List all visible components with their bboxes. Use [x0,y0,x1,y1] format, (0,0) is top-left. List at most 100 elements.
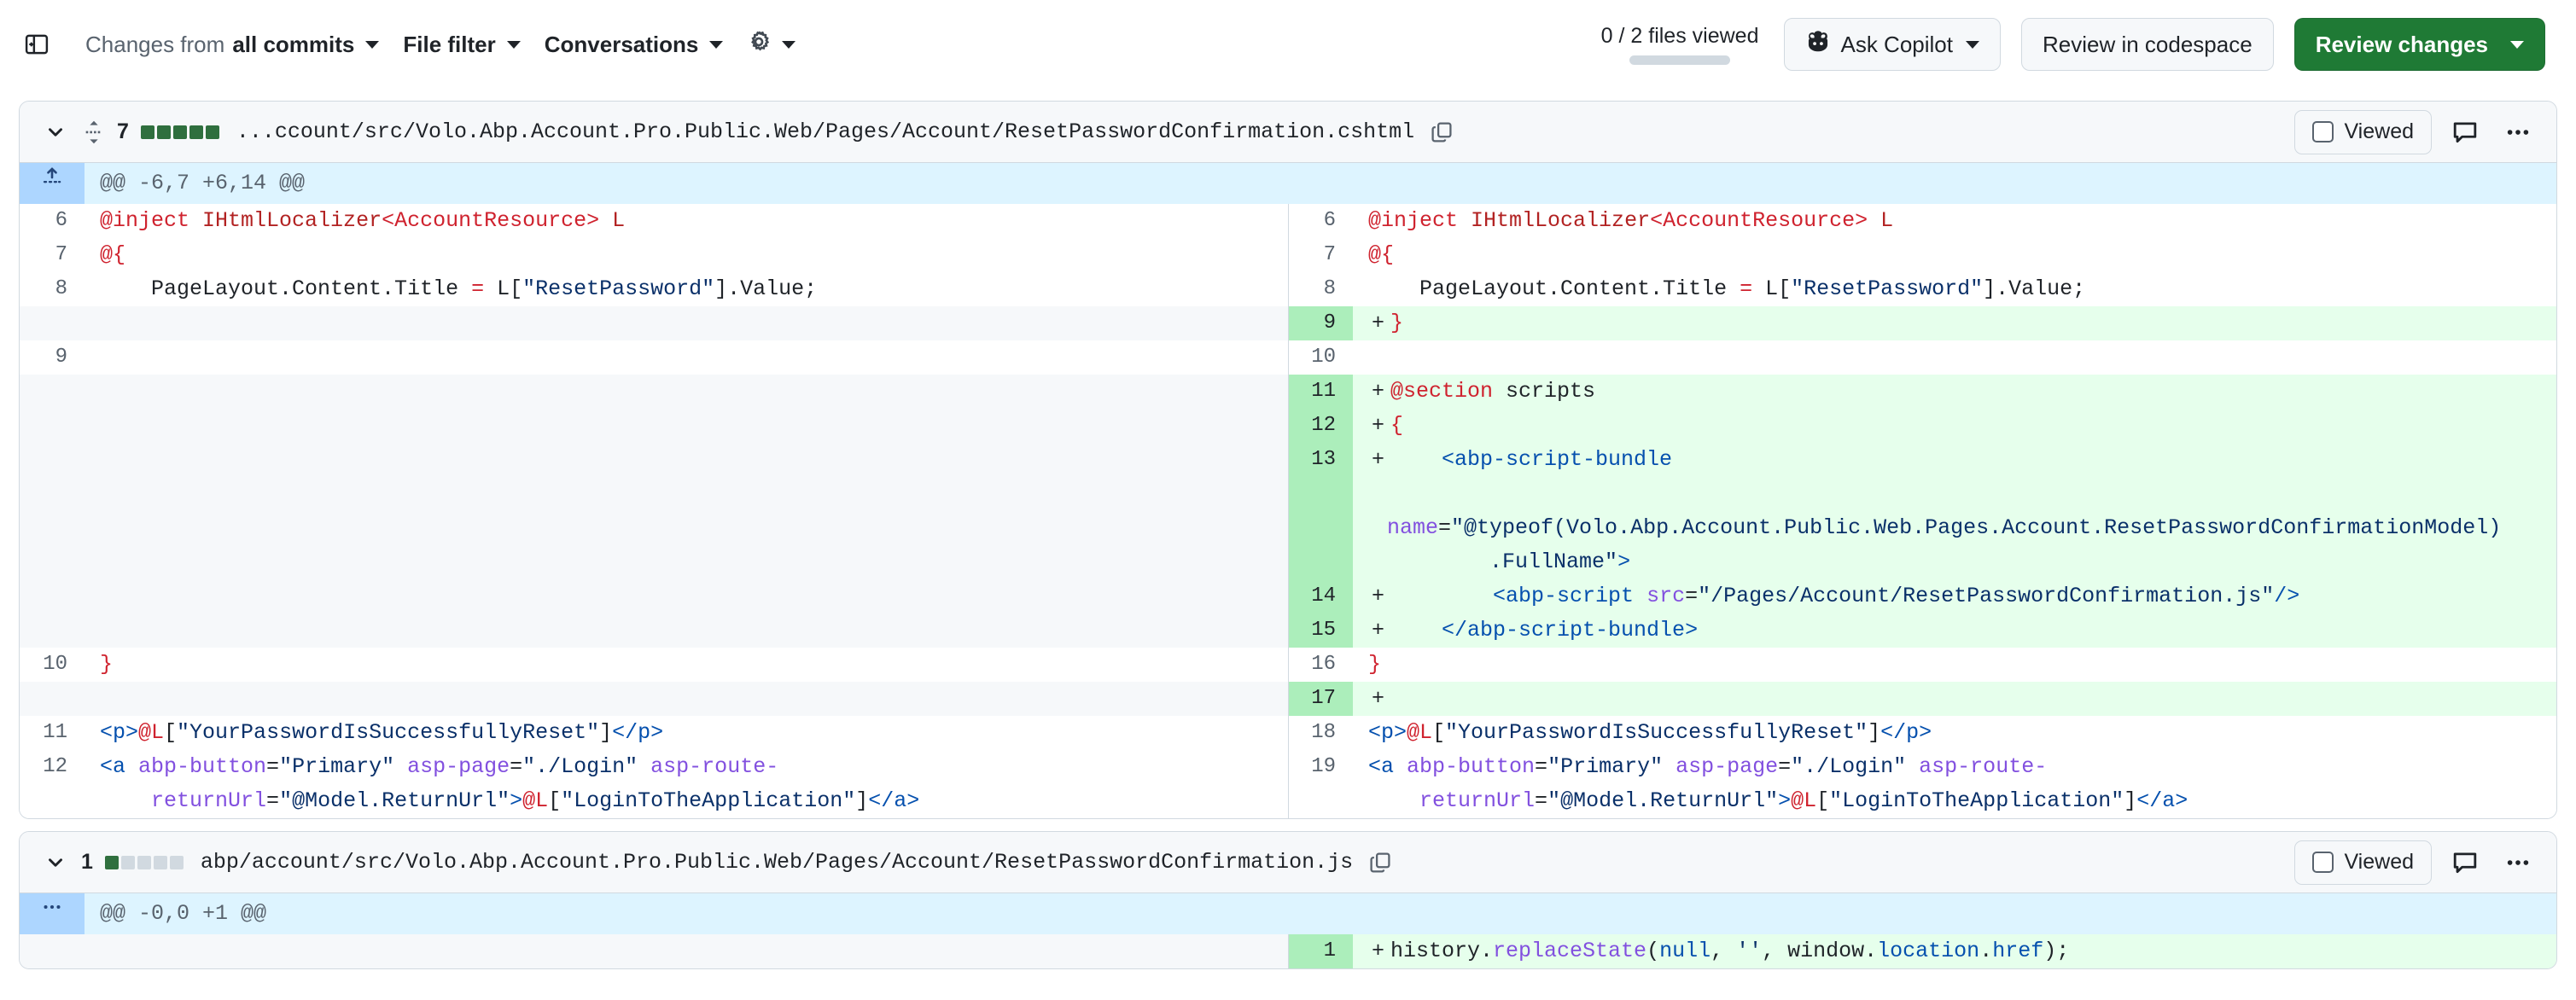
diffstat-square [189,125,203,139]
kebab-menu-icon[interactable] [2498,843,2538,882]
file-filter-dropdown[interactable]: File filter [391,25,532,65]
right-line-number[interactable]: 1 [1287,934,1353,968]
diffstat-square [120,855,135,869]
left-code-cell[interactable] [85,340,1288,375]
left-code-cell[interactable]: } [85,648,1288,682]
left-line-number[interactable] [20,613,85,648]
right-code-cell[interactable]: <a abp-button="Primary" asp-page="./Logi… [1353,750,2556,818]
right-line-number[interactable]: 9 [1287,306,1353,340]
left-line-number[interactable] [20,682,85,716]
ask-copilot-button[interactable]: Ask Copilot [1784,18,2001,71]
right-line-number[interactable]: 18 [1287,716,1353,750]
left-line-number[interactable]: 10 [20,648,85,682]
right-code-cell[interactable] [1353,340,2556,375]
left-code-cell[interactable] [85,579,1288,613]
left-line-number[interactable] [20,306,85,340]
left-line-number[interactable]: 7 [20,238,85,272]
left-line-number[interactable] [20,579,85,613]
right-code-cell[interactable]: + <abp-script src="/Pages/Account/ResetP… [1353,579,2556,613]
expand-dots-icon[interactable] [20,893,85,934]
copy-path-icon[interactable] [1365,847,1396,878]
expand-up-icon[interactable] [20,163,85,204]
right-code-cell[interactable]: + </abp-script-bundle> [1353,613,2556,648]
right-line-number[interactable]: 15 [1287,613,1353,648]
diff-row: 6@inject IHtmlLocalizer<AccountResource>… [20,204,2556,238]
right-code-cell[interactable]: @{ [1353,238,2556,272]
sidebar-expand-icon[interactable] [19,26,55,62]
viewed-checkbox-button[interactable]: Viewed [2294,109,2432,154]
left-line-number[interactable]: 12 [20,750,85,818]
conversations-dropdown[interactable]: Conversations [533,25,736,65]
right-code-cell[interactable]: +{ [1353,409,2556,443]
right-line-number[interactable]: 8 [1287,272,1353,306]
left-code-cell[interactable] [85,409,1288,443]
left-code-cell[interactable]: <p>@L["YourPasswordIsSuccessfullyReset"]… [85,716,1288,750]
right-line-number[interactable]: 7 [1287,238,1353,272]
chevron-down-icon [506,40,521,49]
diff-row: 11<p>@L["YourPasswordIsSuccessfullyReset… [20,716,2556,750]
left-code-cell[interactable]: @{ [85,238,1288,272]
left-line-number[interactable]: 8 [20,272,85,306]
left-code-cell[interactable]: PageLayout.Content.Title = L["ResetPassw… [85,272,1288,306]
left-code-cell[interactable] [85,613,1288,648]
diffstat-square [153,855,167,869]
kebab-menu-icon[interactable] [2498,113,2538,152]
right-code-cell[interactable]: PageLayout.Content.Title = L["ResetPassw… [1353,272,2556,306]
diff-sign: + [1372,686,1385,711]
left-line-number[interactable]: 11 [20,716,85,750]
left-line-number[interactable]: 9 [20,340,85,375]
left-code-cell[interactable] [85,306,1288,340]
right-code-cell[interactable]: +} [1353,306,2556,340]
left-code-cell[interactable]: <a abp-button="Primary" asp-page="./Logi… [85,750,1288,818]
left-line-number[interactable] [20,375,85,409]
viewed-checkbox-button[interactable]: Viewed [2294,840,2432,885]
right-line-number[interactable]: 12 [1287,409,1353,443]
viewed-checkbox[interactable] [2312,121,2334,142]
left-code-cell[interactable] [85,682,1288,716]
right-code-cell[interactable]: <p>@L["YourPasswordIsSuccessfullyReset"]… [1353,716,2556,750]
right-code-cell[interactable]: +@section scripts [1353,375,2556,409]
right-code-cell[interactable]: @inject IHtmlLocalizer<AccountResource> … [1353,204,2556,238]
review-in-codespace-label: Review in codespace [2042,31,2253,57]
diff-row: 17 + [20,682,2556,716]
right-line-number[interactable]: 16 [1287,648,1353,682]
left-line-number[interactable] [20,409,85,443]
file-filter-label: File filter [403,31,496,57]
left-code-cell[interactable] [85,375,1288,409]
chevron-down-icon[interactable] [40,117,71,148]
copy-path-icon[interactable] [1426,117,1457,148]
right-line-number[interactable]: 17 [1287,682,1353,716]
right-line-number[interactable]: 13 [1287,443,1353,579]
right-code-cell[interactable]: + <abp-script-bundle name="@typeof(Volo.… [1353,443,2556,579]
diff-settings-dropdown[interactable] [735,23,807,67]
right-code-cell[interactable]: +history.replaceState(null, '', window.l… [1353,934,2556,968]
left-code-cell[interactable] [85,934,1288,968]
changes-from-dropdown[interactable]: Changes from all commits [73,25,391,65]
chevron-down-icon[interactable] [40,847,71,878]
left-code-cell[interactable] [85,443,1288,579]
diff-table: @@ -0,0 +1 @@1+history.replaceState(null… [20,893,2556,968]
right-code-cell[interactable]: } [1353,648,2556,682]
left-line-number[interactable]: 6 [20,204,85,238]
diff-row: 9 10 [20,340,2556,375]
right-line-number[interactable]: 19 [1287,750,1353,818]
file-path: ...ccount/src/Volo.Abp.Account.Pro.Publi… [236,119,1415,144]
left-line-number[interactable] [20,443,85,579]
comment-icon[interactable] [2445,113,2485,152]
right-line-number[interactable]: 10 [1287,340,1353,375]
review-changes-button[interactable]: Review changes [2293,18,2545,71]
viewed-checkbox[interactable] [2312,852,2334,873]
move-handle-icon[interactable] [81,119,107,146]
review-in-codespace-button[interactable]: Review in codespace [2020,18,2274,71]
chevron-down-icon [2510,40,2524,49]
files-viewed-label: 0 / 2 files viewed [1600,24,1759,48]
right-line-number[interactable]: 6 [1287,204,1353,238]
right-line-number[interactable]: 11 [1287,375,1353,409]
diffstat-square [169,855,184,869]
diff-row: 12<a abp-button="Primary" asp-page="./Lo… [20,750,2556,818]
right-line-number[interactable]: 14 [1287,579,1353,613]
left-code-cell[interactable]: @inject IHtmlLocalizer<AccountResource> … [85,204,1288,238]
right-code-cell[interactable]: + [1353,682,2556,716]
comment-icon[interactable] [2445,843,2485,882]
left-line-number[interactable] [20,934,85,968]
